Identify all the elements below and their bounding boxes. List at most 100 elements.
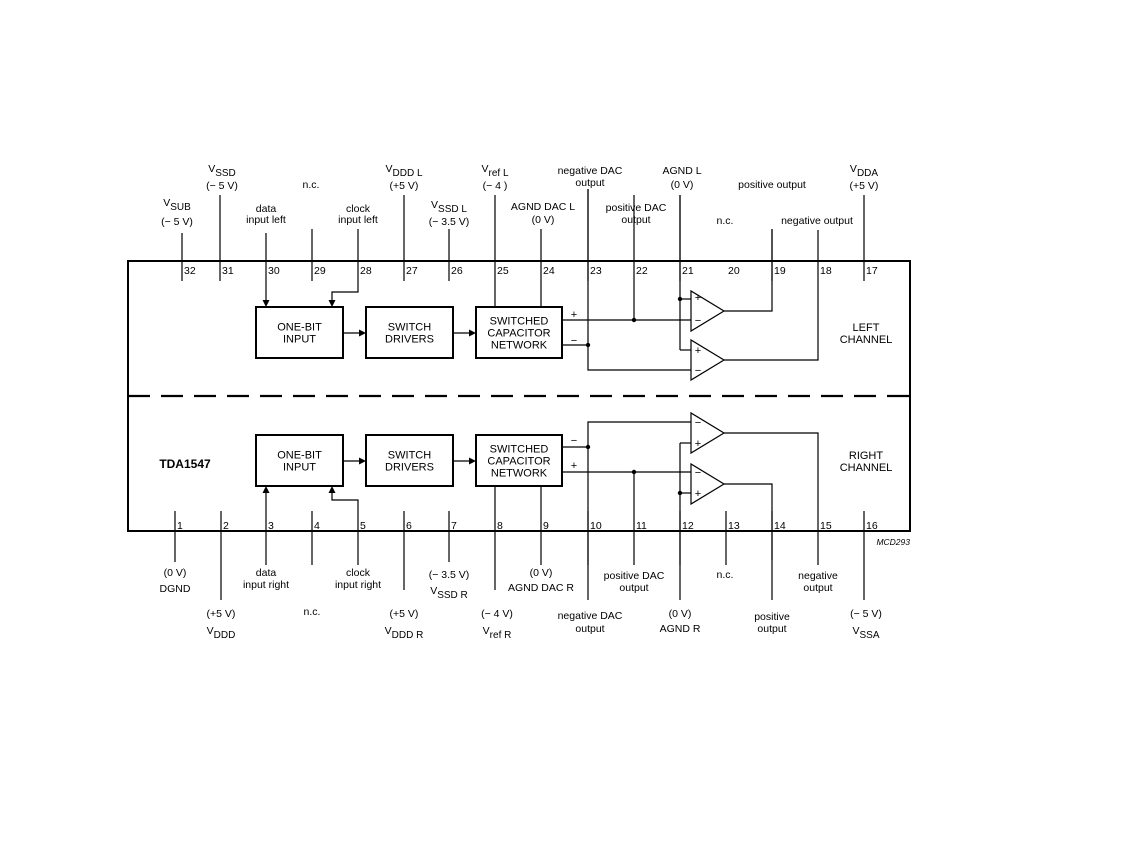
pin-number-10: 10 — [590, 520, 602, 532]
switch-drivers-left-label: DRIVERS — [385, 334, 434, 346]
arrow-head — [359, 329, 366, 337]
pin-label-4: n.c. — [304, 606, 321, 618]
pin-label-10: negative DAC — [558, 610, 623, 622]
pin-label-8: (− 4 V) — [481, 608, 513, 620]
left-channel-label: LEFT — [853, 322, 880, 334]
pin-label-8: Vref R — [483, 625, 512, 641]
pin-label-9: AGND DAC R — [508, 582, 574, 594]
right-channel-label: RIGHT — [849, 450, 884, 462]
one-bit-input-left-label: ONE-BIT — [277, 322, 322, 334]
pin-label-3: input right — [243, 579, 289, 591]
pin-label-22: positive DAC — [606, 202, 667, 214]
pin-number-30: 30 — [268, 265, 280, 277]
wire — [587, 421, 691, 600]
pin-label-20: n.c. — [717, 215, 734, 227]
opamp-right-positive — [690, 462, 726, 506]
pin-label-6: (+5 V) — [390, 608, 419, 620]
pin-label-3: data — [256, 567, 277, 579]
arrow-head — [469, 457, 476, 465]
pin-label-11: output — [619, 582, 648, 594]
wire — [331, 493, 359, 565]
pin-number-5: 5 — [360, 520, 366, 532]
arrow-head — [262, 300, 270, 307]
pin-number-9: 9 — [543, 520, 549, 532]
one-bit-input-right-label: INPUT — [283, 462, 316, 474]
pin-label-5: clock — [346, 567, 371, 579]
wire — [724, 230, 819, 361]
switch-drivers-left — [365, 306, 454, 359]
pin-number-17: 17 — [866, 265, 878, 277]
drawing-code: MCD293 — [876, 537, 910, 547]
switched-capacitor-network-right-label: CAPACITOR — [487, 456, 550, 468]
opamp-input-sign-minus: − — [695, 467, 701, 479]
wire — [331, 229, 359, 300]
pin-label-26: (− 3.5 V) — [429, 216, 470, 228]
pin-label-28: input left — [338, 214, 378, 226]
pin-label-10: output — [575, 623, 604, 635]
pin-number-20: 20 — [728, 265, 740, 277]
switch-drivers-right-label: DRIVERS — [385, 462, 434, 474]
pin-label-9: (0 V) — [530, 567, 553, 579]
wire — [587, 189, 691, 371]
pin-label-25: (− 4 ) — [483, 180, 508, 192]
left-channel-label: CHANNEL — [840, 334, 893, 346]
pin-label-28: clock — [346, 203, 371, 215]
functional-blocks — [255, 289, 726, 506]
sc-output-plus-right: + — [571, 460, 577, 472]
pin-label-22: output — [621, 214, 650, 226]
opamp-right-negative — [690, 411, 726, 455]
switched-capacitor-network-right-label: NETWORK — [491, 468, 548, 480]
pin-number-25: 25 — [497, 265, 509, 277]
pin-number-28: 28 — [360, 265, 372, 277]
sc-output-plus-left: + — [571, 309, 577, 321]
opamp-input-sign-plus: + — [695, 488, 701, 500]
switched-capacitor-network-right — [475, 434, 563, 487]
pin-label-32: VSUB — [163, 197, 191, 213]
pin-number-11: 11 — [636, 520, 647, 532]
arrow-head — [328, 300, 336, 307]
pin-number-8: 8 — [497, 520, 503, 532]
pin-number-19: 19 — [774, 265, 786, 277]
pin-number-23: 23 — [590, 265, 602, 277]
switched-capacitor-network-left-label: NETWORK — [491, 340, 548, 352]
arrow-head — [262, 486, 270, 493]
arrow-head — [469, 329, 476, 337]
pin-number-21: 21 — [682, 265, 694, 277]
pin-label-30: data — [256, 203, 277, 215]
switch-drivers-right — [365, 434, 454, 487]
pin-number-1: 1 — [177, 520, 183, 532]
one-bit-input-right-label: ONE-BIT — [277, 450, 322, 462]
pin-label-27: (+5 V) — [390, 180, 419, 192]
pin-label-16: (− 5 V) — [850, 608, 882, 620]
one-bit-input-right — [255, 434, 344, 487]
pin-label-7: (− 3.5 V) — [429, 569, 470, 581]
wiring — [127, 189, 911, 600]
pin-label-17: (+5 V) — [850, 180, 879, 192]
pin-label-24: AGND DAC L — [511, 201, 575, 213]
pin-label-29: n.c. — [303, 179, 320, 191]
opamp-input-sign-minus: − — [695, 417, 701, 429]
pin-label-18: negative output — [781, 215, 853, 227]
device-name: TDA1547 — [159, 457, 211, 471]
pin-number-27: 27 — [406, 265, 418, 277]
opamp-input-sign-minus: − — [695, 315, 701, 327]
pin-number-12: 12 — [682, 520, 694, 532]
pin-label-2: VDDD — [207, 625, 236, 641]
pin-label-21: (0 V) — [671, 179, 694, 191]
pin-label-32: (− 5 V) — [161, 216, 193, 228]
pin-label-14: output — [757, 623, 786, 635]
pin-number-3: 3 — [268, 520, 274, 532]
pin-number-31: 31 — [222, 265, 234, 277]
pin-label-24: (0 V) — [532, 214, 555, 226]
pin-label-7: VSSD R — [430, 585, 468, 601]
pin-number-24: 24 — [543, 265, 555, 277]
pin-label-16: VSSA — [852, 625, 879, 641]
arrow-head — [359, 457, 366, 465]
pin-label-2: (+5 V) — [207, 608, 236, 620]
pin-number-4: 4 — [314, 520, 320, 532]
pin-number-6: 6 — [406, 520, 412, 532]
pin-label-23: negative DAC — [558, 165, 623, 177]
pin-label-6: VDDD R — [385, 625, 424, 641]
pin-number-26: 26 — [451, 265, 463, 277]
pin-label-12: AGND R — [660, 623, 701, 635]
